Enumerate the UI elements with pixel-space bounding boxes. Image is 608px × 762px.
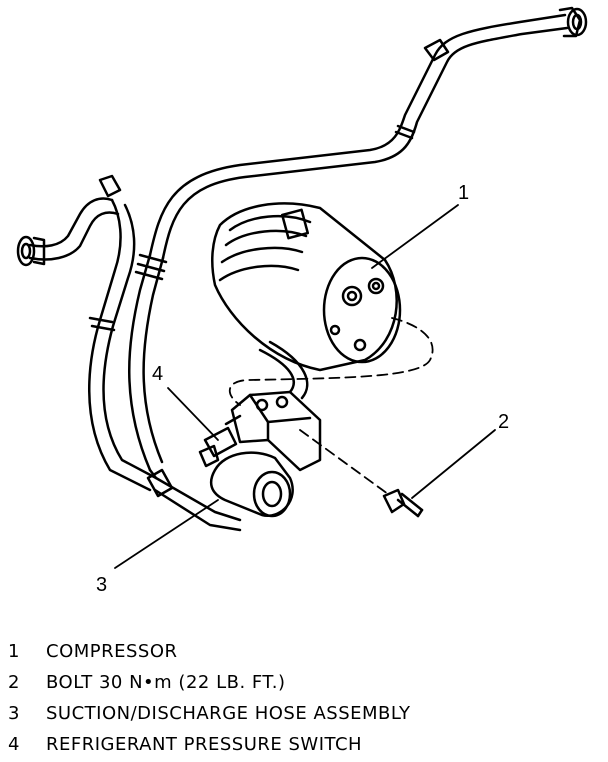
legend-number: 1 — [8, 641, 20, 662]
legend-text: REFRIGERANT PRESSURE SWITCH — [46, 734, 363, 755]
legend-row: 1 COMPRESSOR — [8, 636, 598, 667]
pressure-switch — [198, 414, 242, 468]
bolt — [382, 488, 424, 518]
legend-row: 2 BOLT 30 N•m (22 LB. FT.) — [8, 667, 598, 698]
compressor — [211, 202, 402, 372]
legend-row: 4 REFRIGERANT PRESSURE SWITCH — [8, 729, 598, 760]
callout-2: 2 — [498, 411, 510, 433]
legend-text: COMPRESSOR — [46, 641, 178, 662]
upper-hose — [148, 6, 588, 260]
assembly-path — [229, 317, 434, 495]
inner-hose — [128, 253, 168, 472]
legend-number: 3 — [8, 703, 20, 724]
parts-legend: 1 COMPRESSOR 2 BOLT 30 N•m (22 LB. FT.) … — [8, 636, 598, 760]
leader-lines — [114, 204, 496, 569]
callout-4: 4 — [152, 363, 164, 385]
legend-text: BOLT 30 N•m (22 LB. FT.) — [46, 672, 286, 693]
legend-number: 2 — [8, 672, 20, 693]
legend-number: 4 — [8, 734, 20, 755]
left-hose — [16, 174, 158, 492]
exploded-diagram — [16, 6, 588, 569]
muffler-assembly — [146, 340, 322, 532]
legend-text: SUCTION/DISCHARGE HOSE ASSEMBLY — [46, 703, 411, 724]
callout-1: 1 — [458, 182, 470, 204]
callout-3: 3 — [96, 574, 108, 596]
legend-row: 3 SUCTION/DISCHARGE HOSE ASSEMBLY — [8, 698, 598, 729]
